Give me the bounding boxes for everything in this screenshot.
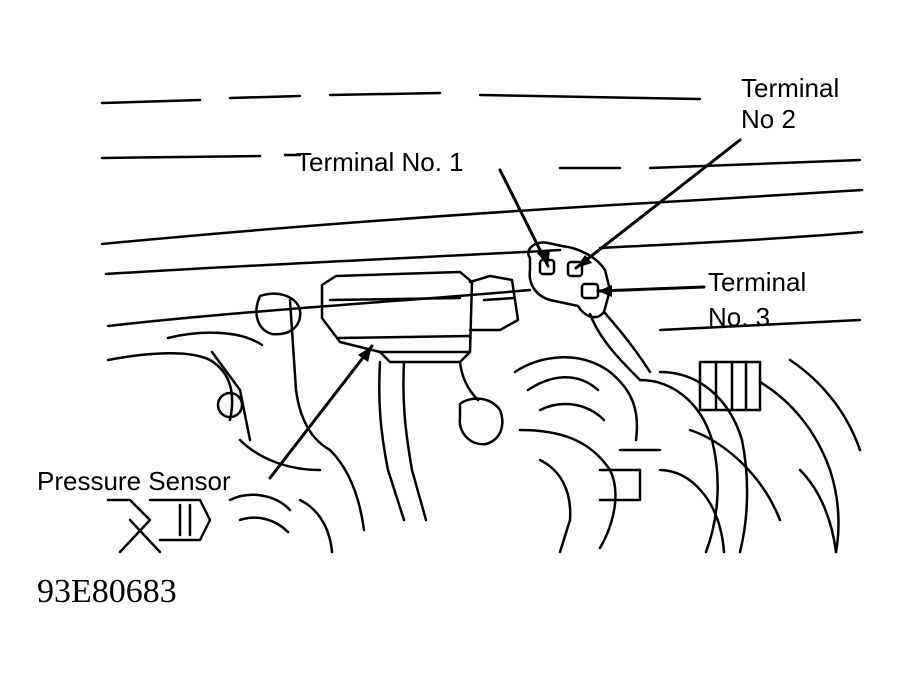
terminal-3-label-line2: No. 3 [708,302,771,332]
terminal-3-label-line1: Terminal [708,267,807,297]
pressure-sensor-body [320,270,520,364]
connector [527,241,652,382]
terminal-1-label: Terminal No. 1 [296,147,464,177]
engine-block [106,292,366,554]
terminal-2-label-line1: Terminal [741,73,840,103]
arrowhead-terminal-2 [576,255,592,268]
pressure-sensor-label: Pressure Sensor [37,466,231,496]
leader-terminal-3 [596,285,706,293]
leader-terminal-1 [498,168,550,268]
engine-hoses [378,318,862,554]
leader-pressure-sensor [268,344,374,480]
arrowhead-terminal-1 [537,250,550,266]
leader-terminal-2 [574,138,742,270]
leader-lines [268,138,742,480]
figure-code: 93E80683 [37,573,177,610]
arrowhead-pressure-sensor [358,346,372,362]
arrowhead-terminal-3 [598,285,612,297]
terminal-2-label-line2: No 2 [741,104,796,134]
body-panel-lines [100,91,864,328]
